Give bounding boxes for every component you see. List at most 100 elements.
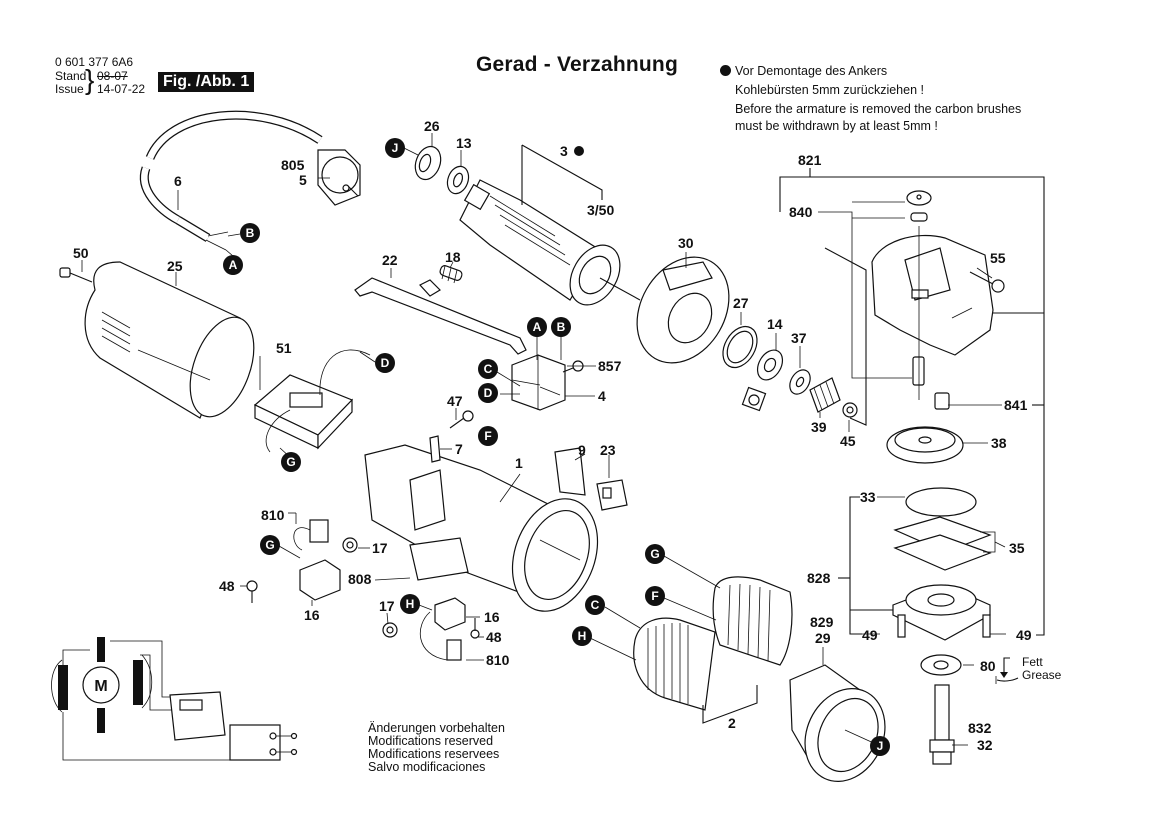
connector-h-brush: H [400,594,420,614]
stand-label: Stand [55,69,87,83]
connector-a-switch: A [527,317,547,337]
bracket-828 [838,496,893,635]
svg-text:G: G [650,547,659,561]
connector-b-switch: B [551,317,571,337]
motor-symbol [82,666,120,704]
label-plate-808 [409,537,469,581]
connector-d-switch: D [478,383,498,403]
washer-80 [920,654,962,676]
screw-47 [449,410,474,429]
connector-j-guard: J [870,736,890,756]
screw-48-left [246,580,258,603]
label-6: 6 [174,173,182,189]
issue-date: 14-07-22 [97,82,146,96]
label-33: 33 [860,489,876,505]
electronic-module [253,349,371,453]
spring-17-left [342,537,358,553]
bushing-841 [934,392,950,410]
label-30: 30 [678,235,694,251]
cap-840 [906,190,932,222]
connector-j-top: J [385,138,405,158]
label-17-right: 17 [379,598,395,614]
connector-a-cord: A [223,255,243,275]
label-80: 80 [980,658,996,674]
label-3-50: 3/50 [587,202,614,218]
label-805: 805 [281,157,305,173]
label-45: 45 [840,433,856,449]
field-coil-front [633,617,716,711]
connector-h-coil: H [572,626,592,646]
issue-label: Issue [55,82,84,96]
label-49-left: 49 [862,627,878,643]
connector-g-brush: G [260,535,280,555]
brush-holder-right [419,597,466,661]
svg-text:C: C [484,362,493,376]
label-25: 25 [167,258,183,274]
screw-55 [969,271,1005,293]
o-ring-33 [905,487,977,517]
label-828: 828 [807,570,831,586]
svg-text:A: A [229,258,238,272]
label-47: 47 [447,393,463,409]
svg-text:H: H [578,629,587,643]
armature [459,179,641,306]
svg-text:F: F [484,429,491,443]
bracket-821 [779,168,1045,636]
figure-label: Fig. /Abb. 1 [158,72,255,92]
screw-48-right [470,618,480,639]
gear-head-housing [871,234,994,356]
grease-de: Fett [1022,655,1043,669]
svg-text:G: G [265,538,274,552]
connector-g-coil: G [645,544,665,564]
svg-text:A: A [533,320,542,334]
wheel-guard-29 [789,664,886,782]
bearing-14 [756,349,784,381]
screw-50 [59,267,93,283]
note-en-2: must be withdrawn by at least 5mm ! [735,119,938,133]
mod-en: Modifications reserved [368,734,494,748]
part-number: 0 601 377 6A6 [55,55,134,69]
svg-text:J: J [877,739,884,753]
bracket-840 [818,201,912,379]
gear-bracket [824,247,867,426]
label-37: 37 [791,330,807,346]
screw-857 [562,360,584,373]
label-13: 13 [456,135,472,151]
label-35: 35 [1009,540,1025,556]
bracket-2 [702,685,758,724]
connector-leaders [225,147,879,746]
stand-date: 08-07 [97,69,128,83]
svg-text:B: B [246,226,255,240]
svg-text:F: F [651,589,658,603]
label-51: 51 [276,340,292,356]
pin [912,356,925,386]
svg-text:D: D [484,386,493,400]
label-39: 39 [811,419,827,435]
label-857: 857 [598,358,622,374]
rear-cover [84,261,255,419]
label-810-right: 810 [486,652,510,668]
label-821: 821 [798,152,822,168]
bullet-icon [720,65,731,76]
field-coil-rear [712,576,793,666]
label-808: 808 [348,571,372,587]
note-en-1: Before the armature is removed the carbo… [735,102,1022,116]
mod-de: Änderungen vorbehalten [368,721,505,735]
mod-fr: Modifications reservees [368,747,500,761]
label-840: 840 [789,204,813,220]
switch-rod [354,277,527,355]
label-17-left: 17 [372,540,388,556]
svg-text:H: H [406,597,415,611]
armature-bracket [521,144,603,205]
bearing-flange [892,584,991,641]
wiring-diagram: M [51,637,298,761]
screw-49-left [897,614,906,638]
label-48-right: 48 [486,629,502,645]
label-832: 832 [968,720,992,736]
svg-text:B: B [557,320,566,334]
spring-17-right [382,622,398,638]
label-32: 32 [977,737,993,753]
leader-lines [81,133,1006,746]
pinion-39 [809,377,841,413]
